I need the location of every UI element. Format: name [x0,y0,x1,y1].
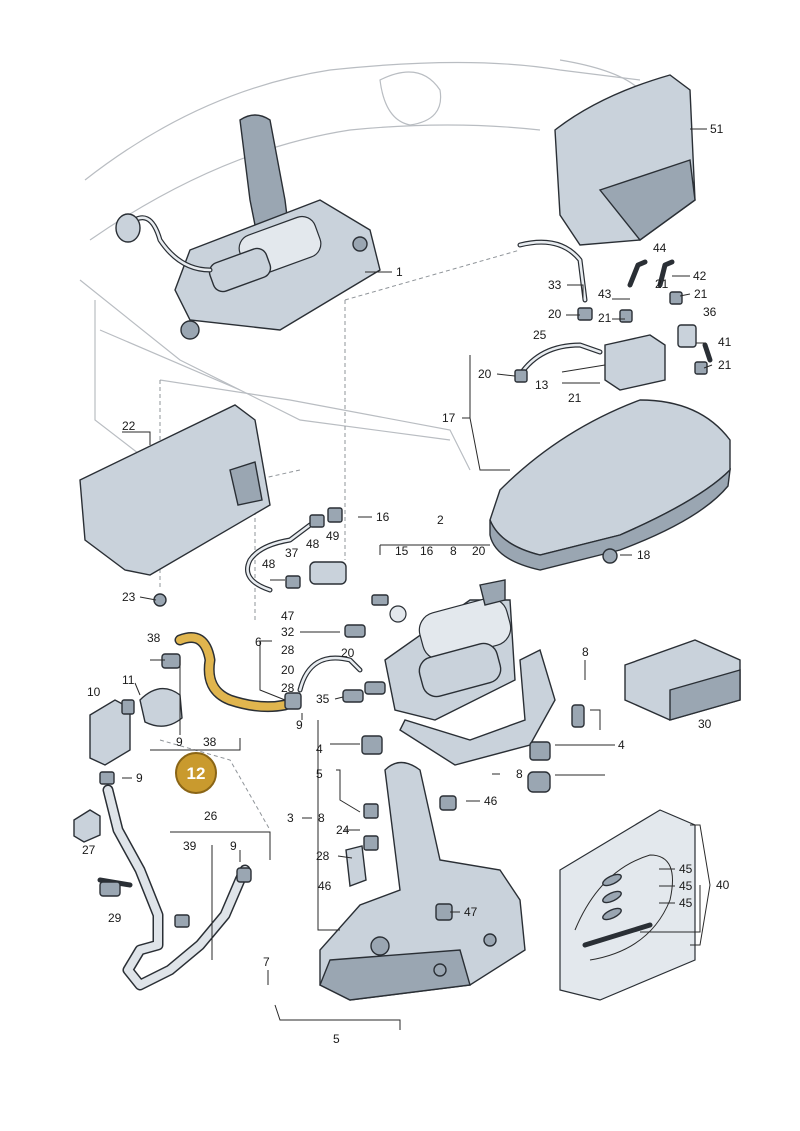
callout-45b: 45 [679,879,693,893]
callout-6: 6 [255,635,262,649]
callout-20d: 20 [341,646,355,660]
callout-27: 27 [82,843,96,857]
callout-26: 26 [204,809,218,823]
callout-49: 49 [326,529,340,543]
rubber-mounts [345,704,585,921]
compressor-assembly [384,579,556,766]
callout-10: 10 [87,685,101,699]
callout-21d: 21 [718,358,732,372]
compressor-cover [554,74,696,246]
callout-8d: 8 [318,811,325,825]
callout-37: 37 [285,546,299,560]
part-12-badge-label: 12 [187,764,206,783]
control-unit [624,639,741,721]
callout-5b: 5 [333,1032,340,1046]
callout-9b: 9 [176,735,183,749]
callout-16a: 16 [376,510,390,524]
cover-plate [79,404,271,607]
valve-block [514,239,713,391]
part-12-badge[interactable]: 12 [175,752,217,794]
callout-36: 36 [703,305,717,319]
callout-3: 3 [287,811,294,825]
callout-28b: 28 [281,681,295,695]
callout-48b: 48 [262,557,276,571]
callout-5a: 5 [316,767,323,781]
leader-lines [122,128,713,1030]
callout-46a: 46 [484,794,498,808]
callout-32: 32 [281,625,295,639]
callout-45a: 45 [679,862,693,876]
callout-18: 18 [637,548,651,562]
callout-21e: 21 [568,391,582,405]
callout-43: 43 [598,287,612,301]
callout-42: 42 [693,269,707,283]
callout-2: 2 [437,513,444,527]
compressor-unit-top [115,114,381,340]
callout-51: 51 [710,122,724,136]
callout-33: 33 [548,278,562,292]
mounting-bracket [319,761,526,1001]
callout-38a: 38 [147,631,161,645]
callout-21c: 21 [598,311,612,325]
callout-4a: 4 [316,742,323,756]
callout-8b: 8 [582,645,589,659]
callout-25: 25 [533,328,547,342]
callout-47a: 47 [281,609,295,623]
callout-15: 15 [395,544,409,558]
callout-labels: 1 51 44 42 33 21 43 21 20 21 36 25 41 21… [82,122,732,1046]
callout-30: 30 [698,717,712,731]
callout-21a: 21 [655,277,669,291]
callout-20a: 20 [548,307,562,321]
pressure-reservoir [489,399,731,571]
callout-46b: 46 [318,879,332,893]
connection-fittings [297,594,407,703]
callout-16b: 16 [420,544,434,558]
callout-47b: 47 [464,905,478,919]
callout-23: 23 [122,590,136,604]
intake-hose-assembly [102,784,252,991]
callout-44: 44 [653,241,667,255]
callout-7: 7 [263,955,270,969]
callout-1: 1 [396,265,403,279]
callout-28c: 28 [316,849,330,863]
callout-39: 39 [183,839,197,853]
callout-35: 35 [316,692,330,706]
callout-4b: 4 [618,738,625,752]
callout-9a: 9 [296,718,303,732]
callout-8c: 8 [516,767,523,781]
callout-17: 17 [442,411,456,425]
callout-28a: 28 [281,643,295,657]
callout-20c: 20 [472,544,486,558]
left-side-parts [73,699,135,897]
sensor-harness [245,507,347,593]
callout-11: 11 [122,673,135,687]
vehicle-body-outline [79,59,641,471]
callout-20b: 20 [478,367,492,381]
callout-38b: 38 [203,735,217,749]
callout-24: 24 [336,823,350,837]
callout-48a: 48 [306,537,320,551]
highlighted-air-hose-12 [139,632,302,727]
callout-45c: 45 [679,896,693,910]
callout-22: 22 [122,419,136,433]
callout-40: 40 [716,878,730,892]
callout-8a: 8 [450,544,457,558]
callout-20e: 20 [281,663,295,677]
callout-13: 13 [535,378,549,392]
callout-41: 41 [718,335,732,349]
callout-21b: 21 [694,287,708,301]
callout-9d: 9 [230,839,237,853]
callout-9c: 9 [136,771,143,785]
repair-kit-pouch [559,809,696,1001]
callout-29: 29 [108,911,122,925]
